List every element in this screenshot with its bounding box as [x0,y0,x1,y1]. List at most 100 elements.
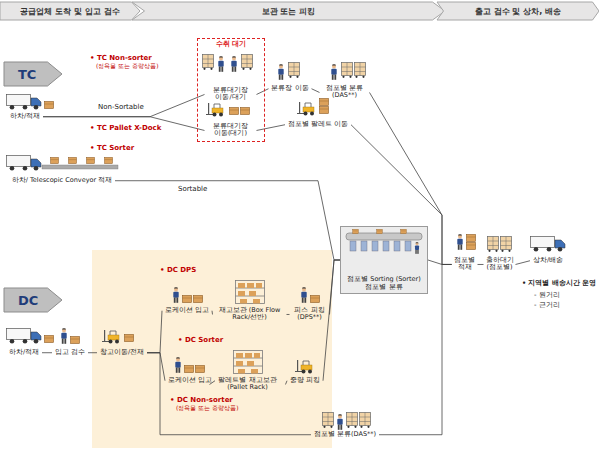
flow-line [43,94,205,116]
step-caption: 점포별 분류 (DAS**) [320,84,370,101]
step-label: 입고 검수 [54,349,86,356]
waiting-zone: 수취 대기분류대기장 이동/대기분류대기장 이동(대기) [197,38,265,142]
forklift-icon [102,330,119,344]
worker-icon [61,328,66,344]
flow-line [88,352,97,353]
flow-type-label: • TC Non-sorter [90,54,152,62]
step-caption: 피스 피킹 (DPS**) [290,306,330,323]
step-label: 로케이션 입고 [167,377,213,384]
box-icon [87,157,95,163]
sorter-machine [346,229,422,254]
step-caption: 하차/ Telescopic Conveyor 적재 [9,176,115,185]
worker-icon [278,64,283,80]
box-icon [320,99,329,106]
sorter-chute [383,241,389,251]
flow-line [257,89,269,95]
delivery-note: • 지역별 배송시간 운영 [522,280,596,287]
flow-line [257,125,286,131]
flow-type-tag: TC [4,62,62,86]
box-icon [69,157,77,163]
step-label: 분류대기장 이동/대기 [207,87,255,102]
phase-chevron: 출고 검수 및 상차, 배송 [437,2,599,20]
step-caption: 점포별 팔레트 이동 [285,120,351,129]
box-icon [196,366,205,373]
cart-icon [242,55,253,70]
step-caption: 입고 검수 [52,348,88,357]
cart-icon [360,413,371,428]
conveyor [42,165,118,169]
cart-icon [347,413,358,428]
branch-label: Non-Sortable [98,103,144,111]
step-label: 점포별 분류(DAS**) [313,431,377,438]
step-label: 출하대기 (점포별) [486,257,514,272]
cart-icon [203,55,214,70]
box-icon [467,243,476,250]
box-icon [194,296,203,303]
sorter-belt [346,233,422,240]
box-icon [51,157,59,163]
worker-icon [218,56,223,72]
step-caption: 점포별 분류(DAS**) [311,430,379,439]
step-label: 창고이동/전재 [99,349,145,356]
flow-line [351,125,452,265]
phase-chevron: 보관 또는 피킹 [132,2,445,20]
forklift-icon [295,360,312,374]
flow-line [312,89,320,93]
step-caption: 하차/적재 [7,112,43,121]
truck-icon [531,237,566,252]
flow-line [42,352,52,353]
chevron-shape [437,2,599,20]
flow-line [428,260,452,264]
worker-icon [231,56,236,72]
flow-line [115,181,340,260]
rack-icon [236,281,265,304]
step-caption: 로케이션 입고 [162,306,212,315]
worker-icon [173,287,178,303]
flow-note: (정육물 또는 중량상품) [176,405,239,412]
step-label: 팔레트별 재고보관 (Pallet Rack) [212,377,284,392]
step-label: 하차/적재 [8,349,40,356]
step-label: 상차/배송 [532,257,564,264]
step-caption: 분류대기장 이동(대기) [205,122,257,139]
flow-type-label: • DC Non-sorter [170,396,233,404]
sorter-chute [405,241,411,251]
truck-icon [7,156,42,171]
flow-line [323,260,340,381]
box-icon [353,229,359,233]
rack-icon [234,351,263,374]
flow-line [212,311,214,315]
box-icon [401,229,407,233]
sorter-frame [340,226,428,294]
phase-chevron: 공급업체 도착 및 입고 검수 [0,2,140,20]
step-label: 점포별 적재 [454,257,476,272]
flow-type-label: • TC Sorter [90,144,134,152]
flow-line [147,311,162,353]
cart-icon [488,237,499,252]
flow-note: (정육물 또는 중량상품) [96,63,159,70]
box-icon [230,108,239,115]
step-label: 하차/적재 [9,113,41,120]
cart-icon [355,63,366,78]
flow-line [370,92,452,264]
box-icon [45,102,54,109]
worker-icon [415,242,419,254]
branch-label: Sortable [178,185,207,193]
chevron-shape [4,62,62,86]
cart-icon [501,237,512,252]
sorter-chute [372,241,378,251]
chevron-shape [4,288,62,312]
box-icon [45,336,54,343]
step-label: 재고보관 (Box Flow Rack/선반) [215,307,285,322]
sorter-chute [394,241,400,251]
step-label: 분류장 이동 [271,85,310,92]
step-caption: 창고이동/전재 [97,348,147,357]
box-icon [71,337,80,344]
step-caption: 점포별 적재 [452,256,478,273]
chevron-shape [0,2,140,20]
phase-title: 출고 검수 및 상차, 배송 [475,6,561,17]
zone-title: 수취 대기 [198,40,264,48]
box-icon [105,157,113,163]
forklift-icon [206,103,223,117]
worker-icon [301,287,306,303]
step-label: 피스 피킹 (DPS**) [292,307,328,322]
